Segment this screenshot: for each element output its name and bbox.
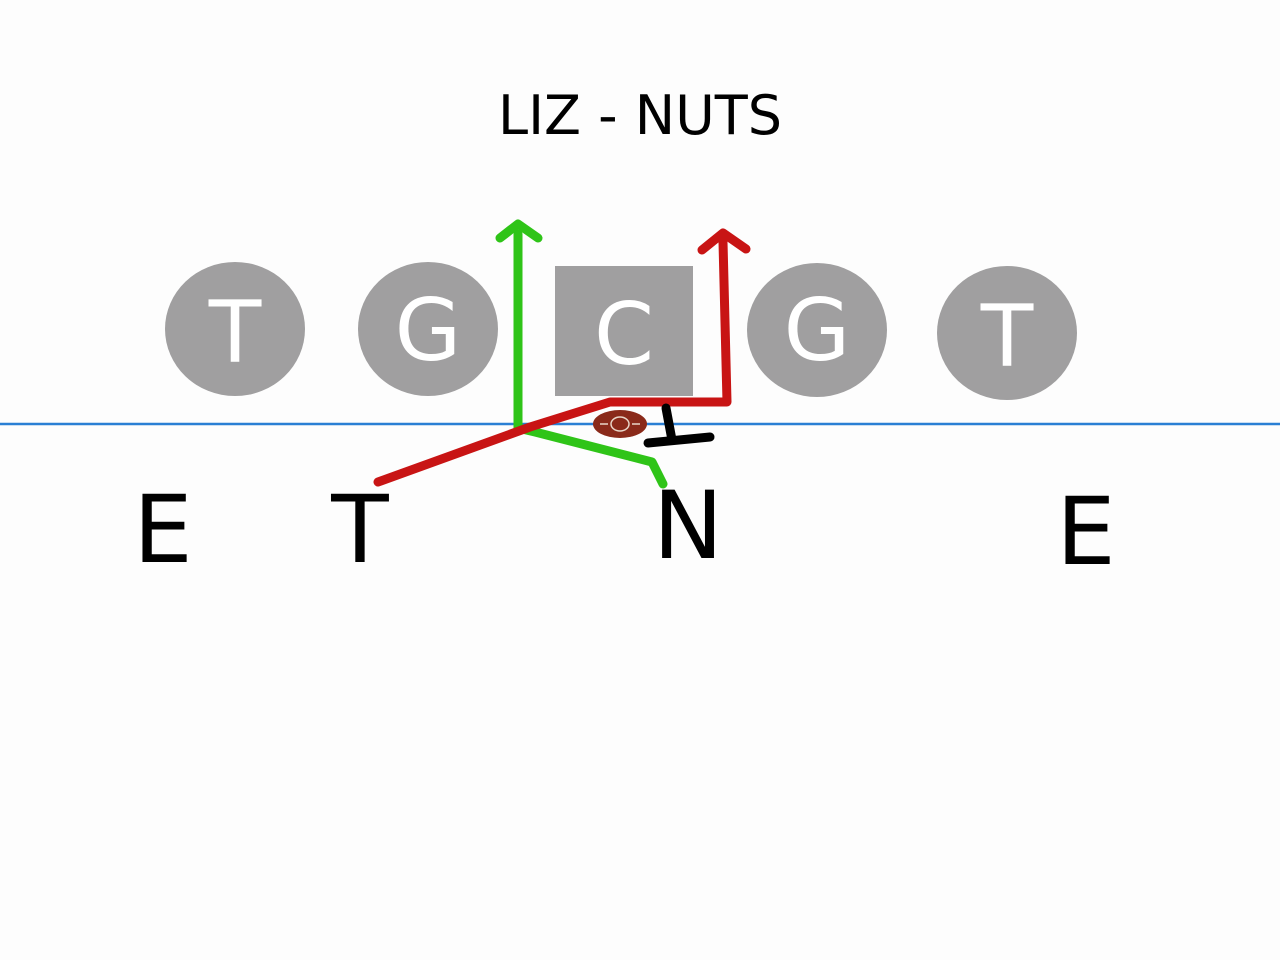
defense: E T N E [133,472,1115,587]
offense-player-center: C [555,266,693,396]
defense-nose: N [653,472,723,581]
route-green [495,219,668,489]
football-body [593,410,647,438]
player-label: T [208,283,262,383]
arrow-up-icon [697,228,751,255]
player-label: G [395,281,462,381]
defense-left-end: E [133,476,192,585]
football-logo [610,416,630,432]
player-square [555,266,693,396]
offense-player-right-tackle: T [937,266,1077,400]
player-circle [937,266,1077,400]
offense-player-left-guard: G [358,262,498,396]
route-red [373,228,751,487]
arrow-up-icon [495,219,543,243]
block-stem [661,403,677,445]
block-t-icon [643,403,715,448]
player-circle [747,263,887,397]
player-label: G [784,281,851,381]
player-label: T [980,287,1034,387]
offensive-line: T G C G T [165,262,1077,400]
red-route-line [373,237,732,487]
player-circle [358,262,498,396]
offense-player-right-guard: G [747,263,887,397]
defense-tackle: T [330,476,389,585]
football-icon [593,410,647,438]
block-bar [643,432,715,448]
defense-right-end: E [1056,478,1115,587]
green-route-line [513,229,668,489]
offense-player-left-tackle: T [165,262,305,396]
player-circle [165,262,305,396]
play-title: LIZ - NUTS [497,84,782,147]
player-label: C [594,285,654,385]
